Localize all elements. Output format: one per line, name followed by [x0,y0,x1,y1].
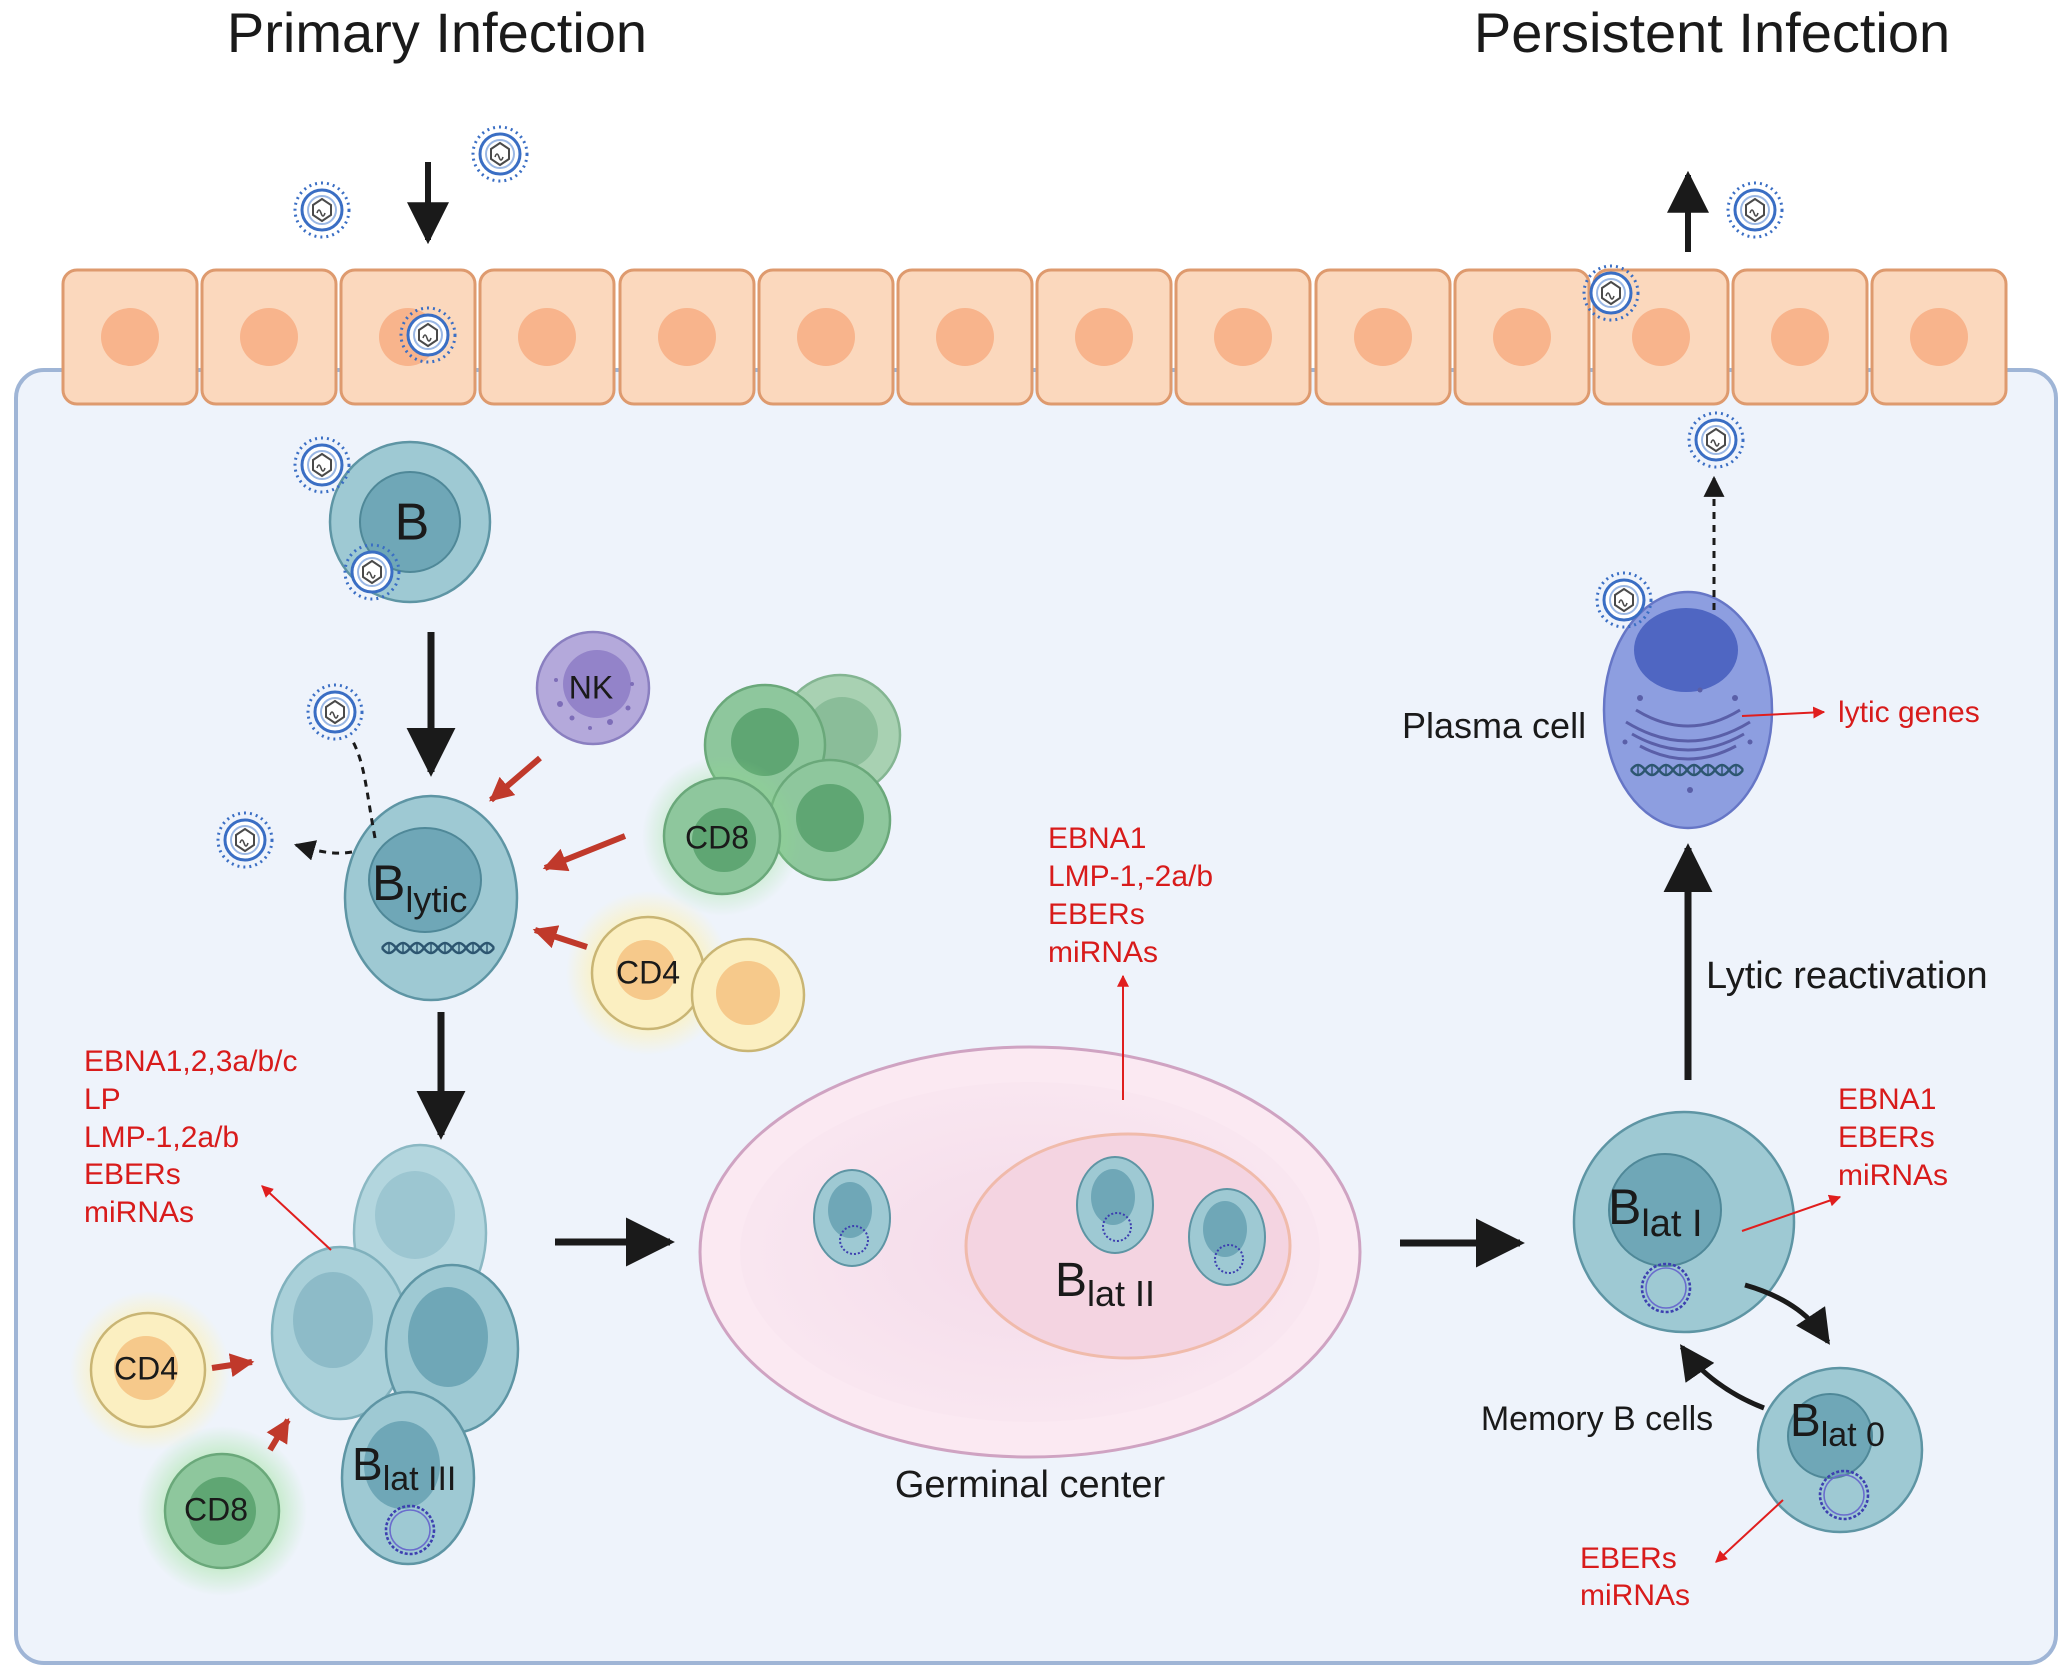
gene-item: LMP-1,2a/b [84,1121,239,1154]
cd8-bottom-attack-arrow [266,1417,291,1452]
plasma-cell-label: Plasma cell [1402,705,1586,746]
epithelial-cell [478,268,616,406]
lat1-expression-arrow [1741,1194,1842,1232]
gene-item: EBNA1,2,3a/b/c [84,1045,297,1078]
cd8-top-label: CD8 [685,819,749,855]
gene-item: EBERs [1580,1542,1677,1575]
cd4-pair: CD4 [566,891,806,1055]
gene-item: miRNAs [1048,936,1158,969]
epithelial-cell [1731,268,1869,406]
nk-cell: NK [535,630,651,746]
lat1-gene-list: EBNA1 EBERs miRNAs [1838,1083,1948,1192]
title-persistent-infection: Persistent Infection [1474,1,1950,64]
epithelial-cell [61,268,199,406]
lat0-gene-list: EBERs miRNAs [1580,1542,1690,1612]
virus-icon [471,125,529,183]
svg-text:Blytic: Blytic [372,855,467,920]
virion-release-path [349,737,377,839]
plasma-cell [1602,590,1774,830]
epithelial-cell [1035,268,1173,406]
b-lat0-sub: lat 0 [1821,1416,1885,1454]
epithelial-cell [896,268,1034,406]
lytic-reactivation-label: Lytic reactivation [1706,955,1988,997]
gene-item: LP [84,1083,121,1116]
plasma-lytic-genes: lytic genes [1838,696,1980,729]
title-primary-infection: Primary Infection [227,1,647,64]
epithelial-cell [1453,268,1591,406]
epithelial-cell [1174,268,1312,406]
gene-item: EBERs [84,1158,181,1191]
b-lat1-sub: lat I [1641,1203,1702,1245]
gene-item: miRNAs [84,1196,194,1229]
b-lat1-main: B [1608,1179,1641,1235]
lat0-expression-arrow [1715,1499,1784,1563]
lat0-to-lat1-arrow [1679,1344,1765,1411]
lat3-expression-arrow [261,1185,332,1251]
epithelial-cell [618,268,756,406]
germinal-center-label: Germinal center [895,1464,1166,1506]
b-lat2-main: B [1055,1254,1087,1307]
cd4-bottom-attack-arrow [211,1353,255,1378]
virus-icon [1726,181,1784,239]
b-lat3-cluster: Blat III [270,1143,520,1566]
epithelial-cell [1870,268,2008,406]
svg-text:Blat II: Blat II [1055,1254,1155,1314]
b-lat3-sub: lat III [383,1460,457,1498]
epithelial-cell [1314,268,1452,406]
virus-icon [293,181,351,239]
cd4-bottom-label: CD4 [114,1350,178,1386]
cd8-attack-arrow [542,833,627,872]
b-lytic-sub: lytic [405,879,467,920]
gene-item: EBERs [1048,898,1145,931]
b-lat2-sub: lat II [1087,1273,1155,1314]
cd4-top-label: CD4 [616,954,680,990]
germinal-center: Blat II [698,1045,1362,1459]
svg-text:Blat I: Blat I [1608,1179,1703,1245]
gene-item: LMP-1,-2a/b [1048,860,1213,893]
naive-b-cell: B [328,440,492,604]
gene-item: miRNAs [1580,1579,1690,1612]
b-lat1-cell: Blat I [1572,1110,1796,1334]
nk-attack-arrow [489,755,542,803]
b-lytic-main: B [372,855,405,911]
cd8-bottom-label: CD8 [184,1491,248,1527]
b-lat3-main: B [352,1438,383,1490]
gene-item: EBNA1 [1838,1083,1936,1116]
b-lat0-main: B [1790,1394,1821,1446]
lat2-gene-list: EBNA1 LMP-1,-2a/b EBERs miRNAs [1048,822,1213,969]
svg-text:Blat 0: Blat 0 [1790,1394,1885,1454]
gene-item: EBNA1 [1048,822,1146,855]
naive-b-label: B [395,494,430,552]
nk-label: NK [569,669,613,705]
cd8-cluster: CD8 [642,673,902,916]
b-lat0-cell: Blat 0 [1756,1366,1924,1534]
cd4-attack-arrow [532,925,588,950]
virion-release-path [293,840,353,861]
lat1-to-lat0-arrow [1744,1282,1831,1345]
cd8-bottom-cell: CD8 [137,1426,307,1596]
b-lytic-cell: Blytic [343,794,519,1002]
cd4-bottom-cell: CD4 [70,1291,230,1451]
plasma-expression-arrow [1741,706,1826,719]
epithelial-cell [200,268,338,406]
gene-item: EBERs [1838,1121,1935,1154]
gene-item: miRNAs [1838,1159,1948,1192]
lat3-gene-list: EBNA1,2,3a/b/c LP LMP-1,2a/b EBERs miRNA… [84,1045,297,1229]
epithelial-cell [757,268,895,406]
memory-b-cells-label: Memory B cells [1481,1400,1713,1438]
svg-text:Blat III: Blat III [352,1438,456,1498]
